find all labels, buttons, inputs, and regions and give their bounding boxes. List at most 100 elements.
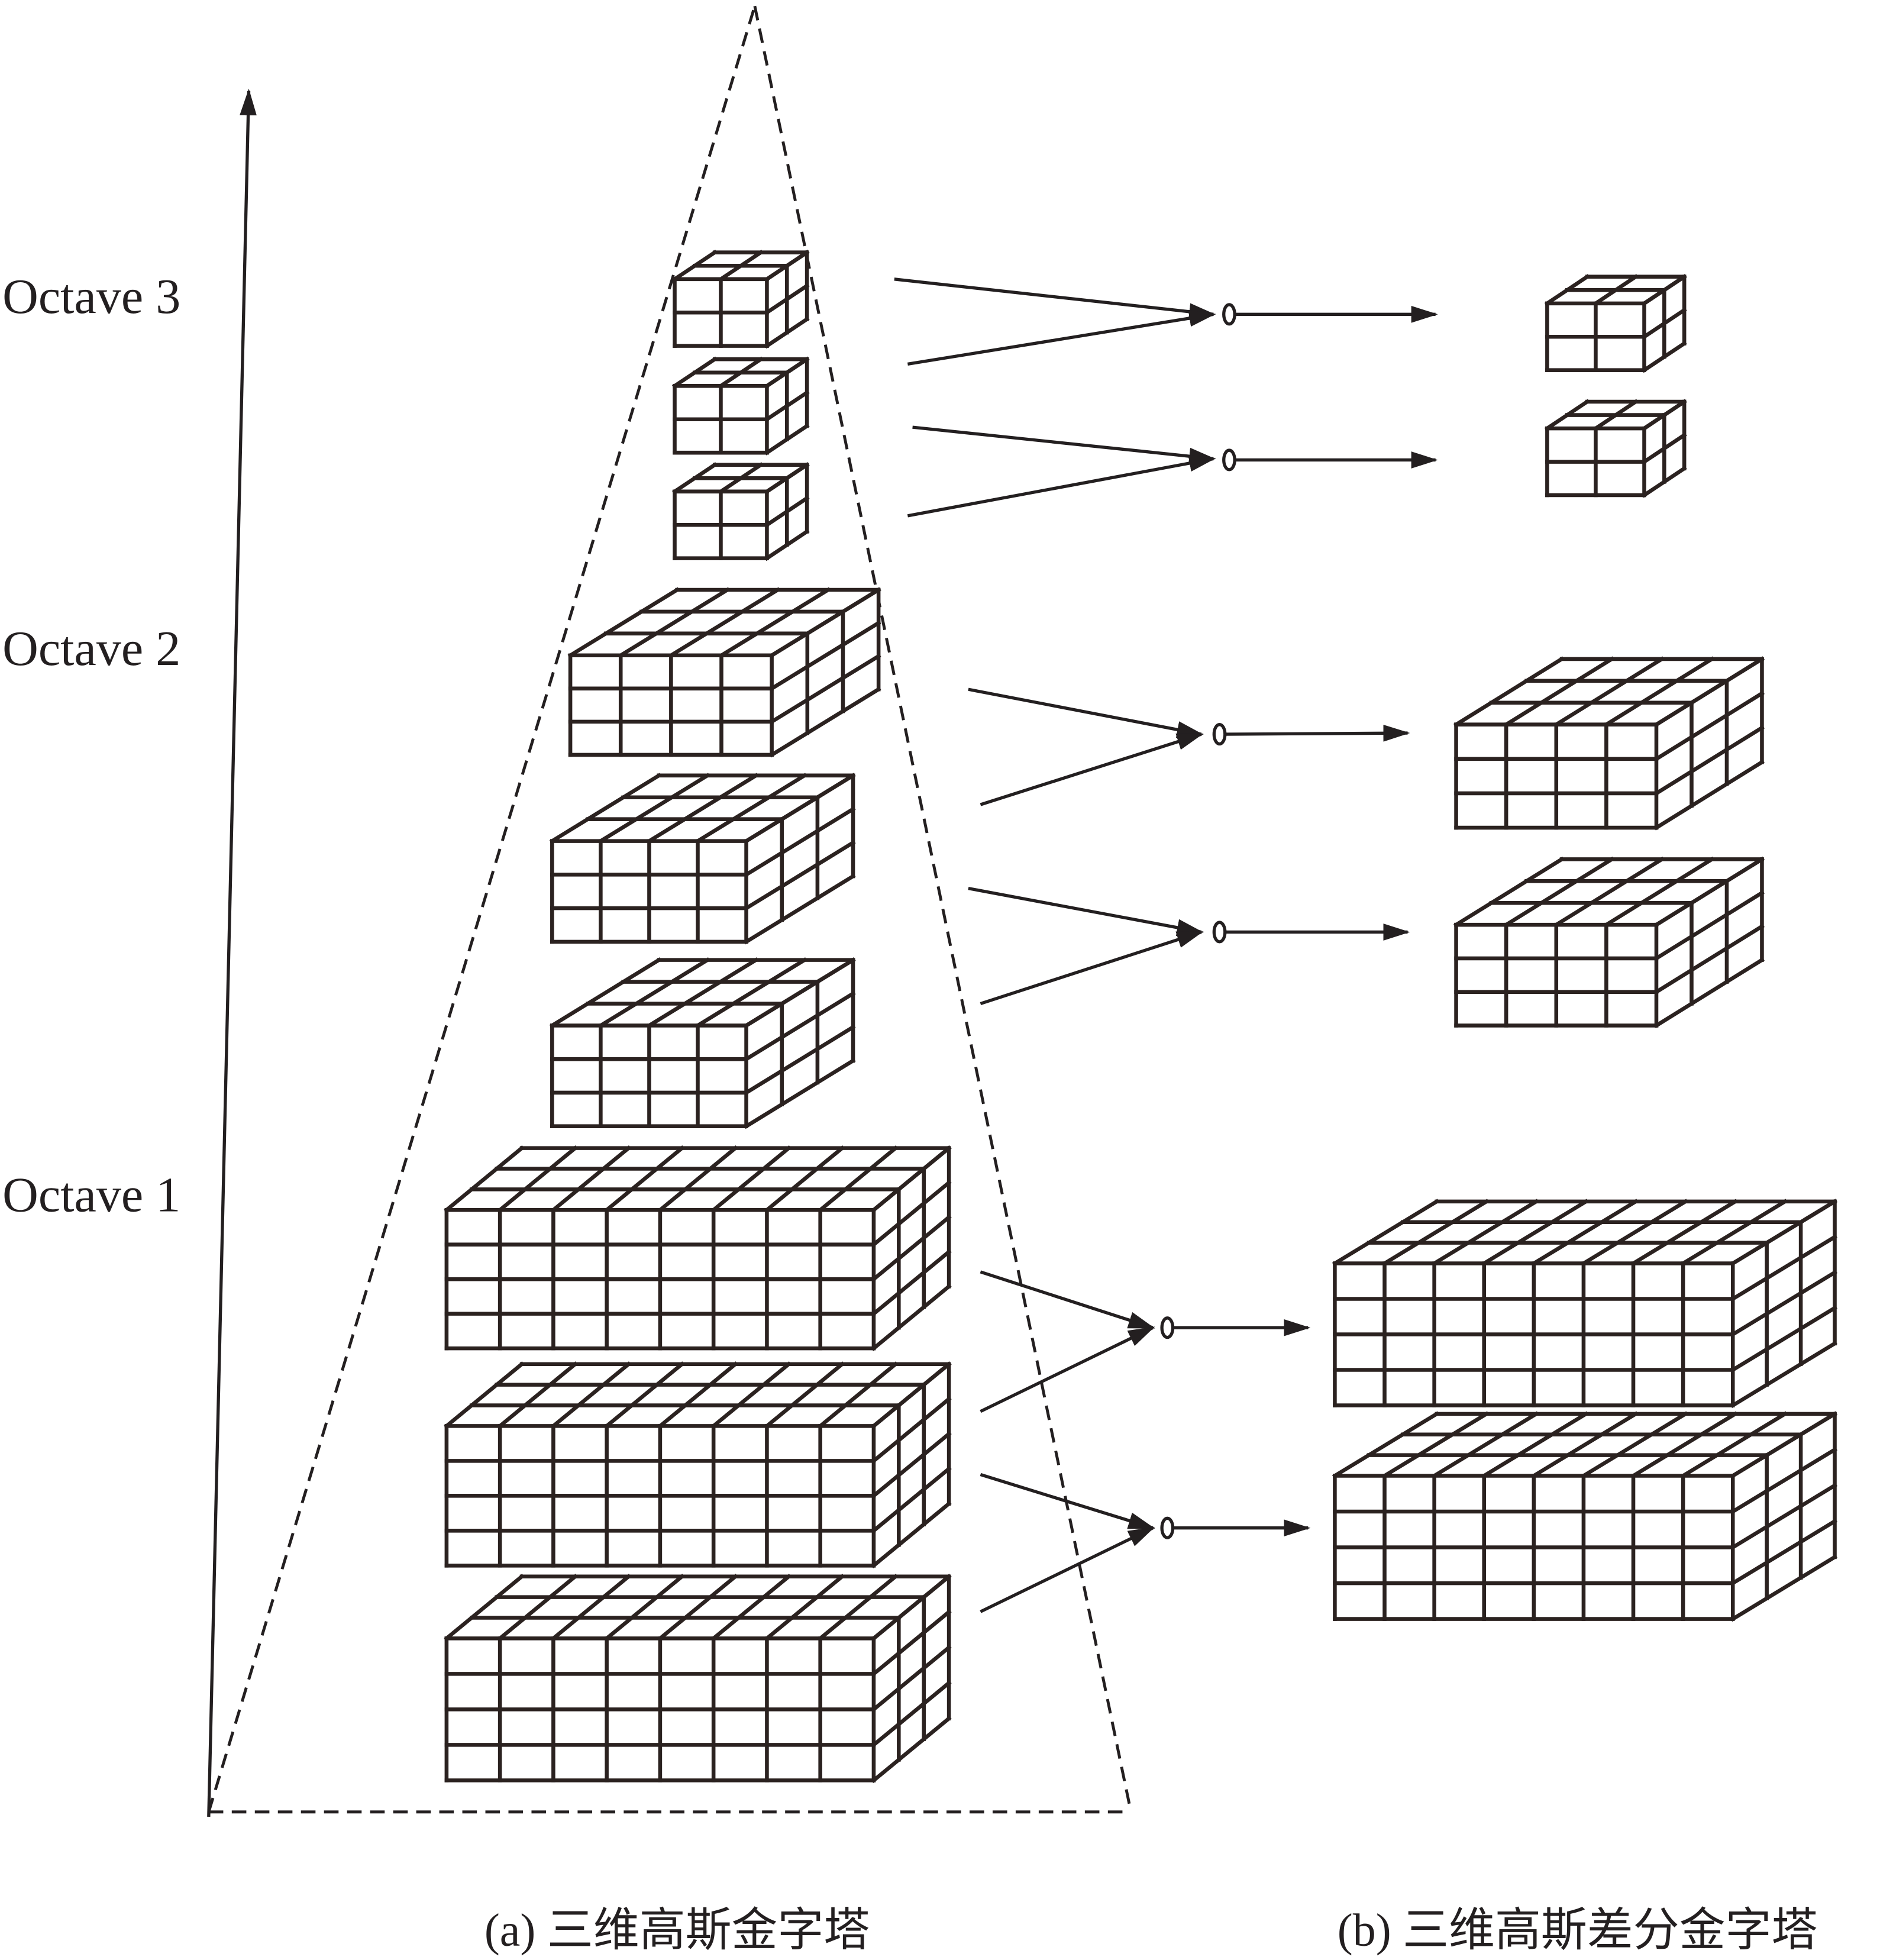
top-grid-line — [604, 1145, 685, 1213]
top-grid-line — [1503, 656, 1615, 728]
gaussian-pyramid — [444, 250, 952, 1784]
difference-operation — [968, 886, 1410, 1006]
cube-grid-lines — [671, 250, 810, 349]
subtraction-node-icon — [1160, 1316, 1175, 1339]
dog-cube — [1332, 1199, 1838, 1409]
dog-octave-2 — [1453, 656, 1765, 1028]
difference-operation — [980, 1270, 1311, 1413]
dog-cube — [1453, 856, 1765, 1028]
gaussian-octave-1 — [444, 1145, 952, 1784]
subtraction-node-icon — [1222, 448, 1236, 472]
side-grid-line — [1653, 690, 1765, 762]
top-grid-line — [1382, 1411, 1490, 1479]
side-grid-line — [871, 1396, 952, 1464]
input-arrow — [980, 732, 1204, 806]
top-grid-line — [694, 957, 807, 1028]
top-grid-line — [694, 773, 807, 844]
octave-3-label: Octave 3 — [2, 269, 180, 324]
side-grid-line — [871, 1249, 952, 1317]
side-grid-line — [1730, 1483, 1838, 1551]
side-grid-line — [744, 806, 856, 877]
top-grid-line — [1453, 656, 1565, 728]
cube-grid-lines — [1332, 1199, 1838, 1409]
side-grid-line — [1653, 656, 1765, 728]
side-grid-line — [744, 773, 856, 844]
top-grid-line — [497, 1361, 578, 1429]
side-grid-line — [1730, 1554, 1838, 1622]
top-grid-line — [646, 957, 759, 1028]
top-grid-line — [1581, 1411, 1688, 1479]
dog-pyramid — [1332, 274, 1838, 1622]
top-grid-line — [1581, 1199, 1688, 1267]
top-grid-line — [1603, 656, 1715, 728]
pyramid-outline — [207, 5, 1133, 1814]
input-arrow — [968, 886, 1204, 937]
dog-cube — [1544, 399, 1687, 498]
caption-b: (b) 三维高斯差分金字塔 — [1338, 1904, 1818, 1955]
top-grid-line — [1553, 856, 1665, 928]
scale-axis-line — [207, 88, 257, 1817]
difference-operation — [980, 1473, 1311, 1613]
top-grid-line — [718, 587, 831, 658]
top-grid-line — [567, 587, 680, 658]
top-grid-line — [497, 1574, 578, 1642]
side-grid-line — [871, 1180, 952, 1248]
cube-grid-lines — [567, 587, 881, 758]
gaussian-cube — [567, 587, 881, 758]
input-arrow — [894, 277, 1216, 321]
cube-grid-lines — [444, 1361, 952, 1568]
side-grid-line — [1730, 1305, 1838, 1373]
difference-operation — [894, 277, 1438, 366]
top-grid-line — [657, 1145, 738, 1213]
input-arrow — [968, 687, 1204, 738]
side-grid-line — [871, 1466, 952, 1533]
side-grid-line — [1653, 890, 1765, 961]
side-grid-line — [1730, 1518, 1838, 1586]
side-grid-line — [871, 1283, 952, 1351]
top-grid-line — [710, 1574, 792, 1642]
top-grid-line — [597, 773, 710, 844]
cube-side-face — [1656, 859, 1762, 1026]
side-grid-line — [1653, 725, 1765, 796]
side-grid-line — [1730, 1234, 1838, 1302]
top-grid-line — [764, 1145, 845, 1213]
side-grid-line — [744, 839, 856, 911]
input-arrow — [980, 930, 1204, 1006]
top-grid-line — [618, 587, 731, 658]
top-grid-line — [497, 1145, 578, 1213]
cube-grid-lines — [444, 1145, 952, 1351]
dog-cube — [1332, 1411, 1838, 1622]
side-grid-line — [871, 1716, 952, 1784]
side-grid-line — [744, 1058, 856, 1129]
input-arrow — [907, 309, 1216, 366]
side-grid-line — [871, 1361, 952, 1429]
dog-octave-1 — [1332, 1199, 1838, 1622]
input-arrow — [980, 1526, 1155, 1613]
top-grid-line — [1603, 856, 1715, 928]
side-grid-line — [1653, 856, 1765, 928]
subtraction-node-icon — [1222, 303, 1236, 326]
cube-grid-lines — [549, 957, 856, 1129]
top-grid-line — [1332, 1411, 1440, 1479]
cube-side-face — [746, 775, 854, 942]
top-grid-line — [710, 1361, 792, 1429]
side-grid-line — [1730, 1341, 1838, 1409]
cube-grid-lines — [1453, 856, 1765, 1028]
top-grid-line — [444, 1574, 525, 1642]
subtraction-node-icon — [1212, 723, 1227, 746]
gaussian-cube — [671, 356, 810, 456]
top-grid-line — [1332, 1199, 1440, 1267]
dog-octave-3 — [1544, 274, 1687, 498]
input-arrow — [980, 1473, 1155, 1530]
side-grid-line — [744, 957, 856, 1028]
cube-grid-lines — [671, 462, 810, 561]
top-grid-line — [1553, 656, 1665, 728]
top-grid-line — [1531, 1199, 1639, 1267]
input-arrow — [912, 425, 1216, 465]
top-grid-line — [764, 1574, 845, 1642]
input-arrow — [980, 1326, 1155, 1413]
cube-grid-lines — [444, 1574, 952, 1784]
top-grid-line — [1453, 856, 1565, 928]
top-grid-line — [1432, 1411, 1539, 1479]
